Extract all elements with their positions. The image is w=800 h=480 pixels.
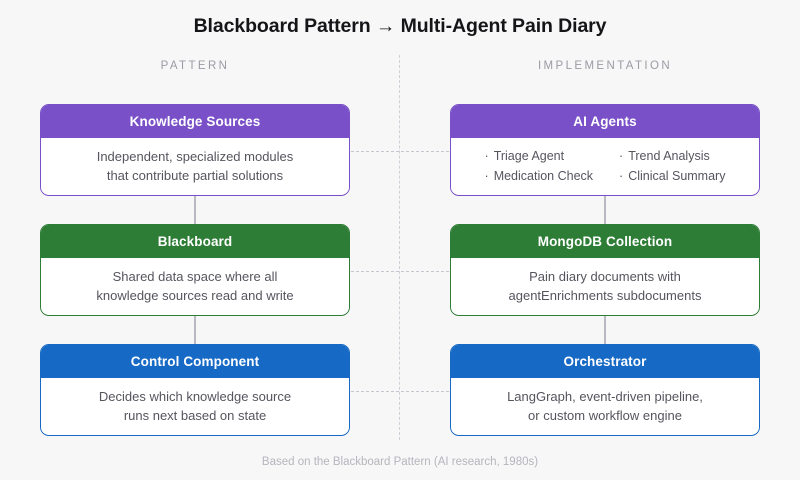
card-title: Control Component [41,345,349,378]
list-item: · Triage Agent [485,146,594,166]
connector-vertical-right-1 [604,196,606,224]
list-item-label: Triage Agent [493,149,565,163]
card-body-line: LangGraph, event-driven pipeline, [507,389,703,404]
card-knowledge-sources[interactable]: Knowledge Sources Independent, specializ… [40,104,350,196]
card-body: Independent, specialized modules that co… [41,138,349,194]
list-item: · Medication Check [485,166,594,186]
bullet-icon: · [484,169,489,183]
column-header-implementation: IMPLEMENTATION [537,60,673,72]
card-orchestrator[interactable]: Orchestrator LangGraph, event-driven pip… [450,344,760,436]
connector-vertical-right-2 [604,316,606,344]
card-body-line: that contribute partial solutions [106,168,284,183]
connector-horizontal-row-3 [351,391,449,392]
card-body-line: Decides which knowledge source [98,389,292,404]
bullet-icon: · [619,169,624,183]
card-body: Pain diary documents with agentEnrichmen… [451,258,759,314]
bullet-column: · Trend Analysis · Clinical Summary [619,146,725,186]
card-control-component[interactable]: Control Component Decides which knowledg… [40,344,350,436]
card-body-line: Shared data space where all [112,269,278,284]
center-divider [399,55,400,440]
connector-vertical-left-2 [194,316,196,344]
connector-horizontal-row-2 [351,271,449,272]
card-body-line: Independent, specialized modules [96,149,294,164]
card-body-line: agentEnrichments subdocuments [508,288,702,303]
bullet-column: · Triage Agent · Medication Check [485,146,594,186]
list-item-label: Medication Check [493,169,594,183]
bullet-icon: · [484,149,489,163]
card-title: MongoDB Collection [451,225,759,258]
card-title: AI Agents [451,105,759,138]
card-title: Knowledge Sources [41,105,349,138]
card-blackboard[interactable]: Blackboard Shared data space where all k… [40,224,350,316]
connector-horizontal-row-1 [351,151,449,152]
list-item: · Trend Analysis [619,146,725,166]
card-body-line: Pain diary documents with [529,269,681,284]
card-title: Orchestrator [451,345,759,378]
bullet-icon: · [619,149,624,163]
connector-vertical-left-1 [194,196,196,224]
list-item-label: Clinical Summary [628,169,726,183]
column-header-pattern: PATTERN [160,60,230,72]
list-item-label: Trend Analysis [628,149,710,163]
card-body-line: knowledge sources read and write [96,288,294,303]
footer-caption: Based on the Blackboard Pattern (AI rese… [261,456,539,468]
card-body: LangGraph, event-driven pipeline, or cus… [451,378,759,434]
card-body: Decides which knowledge source runs next… [41,378,349,434]
card-body: Shared data space where all knowledge so… [41,258,349,314]
card-mongodb-collection[interactable]: MongoDB Collection Pain diary documents … [450,224,760,316]
page-title: Blackboard Pattern → Multi-Agent Pain Di… [193,15,607,37]
card-body-line: runs next based on state [123,408,267,423]
card-title: Blackboard [41,225,349,258]
card-body-line: or custom workflow engine [528,408,682,423]
card-body: · Triage Agent · Medication Check · Trend A… [451,138,759,194]
list-item: · Clinical Summary [619,166,725,186]
card-ai-agents[interactable]: AI Agents · Triage Agent · Medication Chec… [450,104,760,196]
